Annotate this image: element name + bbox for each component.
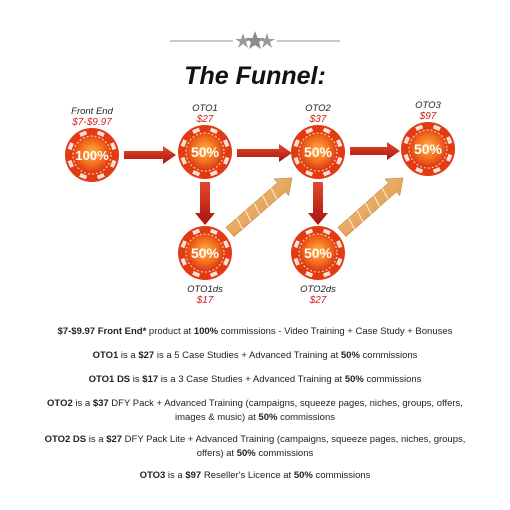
description-text: is [130, 374, 143, 385]
arrow-down-icon [308, 182, 328, 225]
arrow-diagonal-icon [225, 177, 293, 237]
description-text: is a 3 Case Studies + Advanced Training … [158, 374, 345, 385]
node-percent: 50% [414, 141, 443, 157]
arrow-right-icon [350, 142, 400, 160]
description-emphasis: OTO1 [92, 350, 119, 361]
description-emphasis: 50% [344, 374, 364, 385]
node-percent: 50% [304, 144, 333, 160]
node-name: OTO1ds [187, 284, 223, 295]
node-name: OTO3 [415, 100, 441, 111]
description-emphasis: 100% [193, 326, 219, 337]
page-title: The Funnel: [184, 62, 326, 90]
description-text: is a [86, 434, 107, 445]
funnel-node-oto1: 50% OTO1$27 [178, 103, 232, 179]
node-price: $27 [196, 114, 214, 125]
node-price: $37 [309, 114, 327, 125]
node-percent: 50% [191, 144, 220, 160]
node-name: OTO1 [192, 103, 218, 114]
funnel-node-oto2ds: 50% OTO2ds$27 [291, 226, 345, 306]
funnel-node-oto2: 50% OTO2$37 [291, 103, 345, 179]
description-emphasis: 50% [258, 412, 278, 423]
funnel-node-oto1ds: 50% OTO1ds$17 [178, 226, 232, 306]
description-text: is a [72, 398, 93, 409]
description-line: OTO2 DS is a $27 DFY Pack Lite + Advance… [40, 433, 470, 461]
description-emphasis: OTO1 DS [88, 374, 131, 385]
description-emphasis: $17 [142, 374, 159, 385]
node-name: OTO2ds [300, 284, 336, 295]
description-text: Reseller's Licence at [201, 470, 294, 481]
node-name: Front End [71, 106, 113, 117]
description-emphasis: 50% [340, 350, 360, 361]
star-icon [235, 33, 251, 48]
node-price: $27 [309, 295, 327, 306]
arrow-diagonal-icon [337, 177, 404, 237]
description-text: commissions [359, 350, 418, 361]
description-text: is a 5 Case Studies + Advanced Training … [154, 350, 341, 361]
description-text: is a [165, 470, 186, 481]
description-text: is a [118, 350, 139, 361]
description-emphasis: 50% [293, 470, 313, 481]
arrow-right-icon [124, 146, 176, 164]
description-text: commissions - Video Training + Case Stud… [218, 326, 453, 337]
node-percent: 50% [304, 245, 333, 261]
description-emphasis: $7-$9.97 Front End* [57, 326, 147, 337]
description-line: $7-$9.97 Front End* product at 100% comm… [40, 325, 470, 339]
star-icon [259, 33, 275, 48]
arrow-down-icon [195, 182, 215, 225]
description-emphasis: OTO3 [139, 470, 166, 481]
description-emphasis: $27 [138, 350, 155, 361]
funnel-node-oto3: 50% OTO3$97 [401, 100, 455, 176]
description-emphasis: $37 [92, 398, 109, 409]
node-price: $17 [196, 295, 214, 306]
star-icon [245, 31, 265, 49]
node-price: $7-$9.97 [71, 117, 112, 128]
description-line: OTO3 is a $97 Reseller's Licence at 50% … [40, 469, 470, 483]
node-percent: 50% [191, 245, 220, 261]
description-text: commissions [312, 470, 371, 481]
node-price: $97 [419, 111, 437, 122]
node-percent: 100% [75, 148, 109, 163]
description-emphasis: OTO2 DS [44, 434, 87, 445]
arrow-right-icon [237, 144, 292, 162]
description-text: commissions [277, 412, 335, 423]
description-text: commissions [363, 374, 422, 385]
description-line: OTO2 is a $37 DFY Pack + Advanced Traini… [40, 397, 470, 425]
description-emphasis: 50% [236, 448, 256, 459]
header-stars-divider [170, 31, 340, 49]
description-emphasis: $27 [106, 434, 123, 445]
funnel-node-front-end: 100% Front End$7-$9.97 [65, 106, 119, 182]
description-text: DFY Pack Lite + Advanced Training (campa… [122, 434, 466, 459]
description-emphasis: OTO2 [47, 398, 73, 409]
description-text: product at [146, 326, 194, 337]
description-line: OTO1 is a $27 is a 5 Case Studies + Adva… [40, 349, 470, 363]
description-line: OTO1 DS is $17 is a 3 Case Studies + Adv… [40, 373, 470, 387]
description-emphasis: $97 [185, 470, 202, 481]
funnel-diagram: 100%Front End$7-$9.9750%OTO1$2750%OTO2$3… [65, 100, 455, 306]
description-text: DFY Pack + Advanced Training (campaigns,… [108, 398, 463, 423]
description-text: commissions [255, 448, 314, 459]
node-name: OTO2 [305, 103, 331, 114]
